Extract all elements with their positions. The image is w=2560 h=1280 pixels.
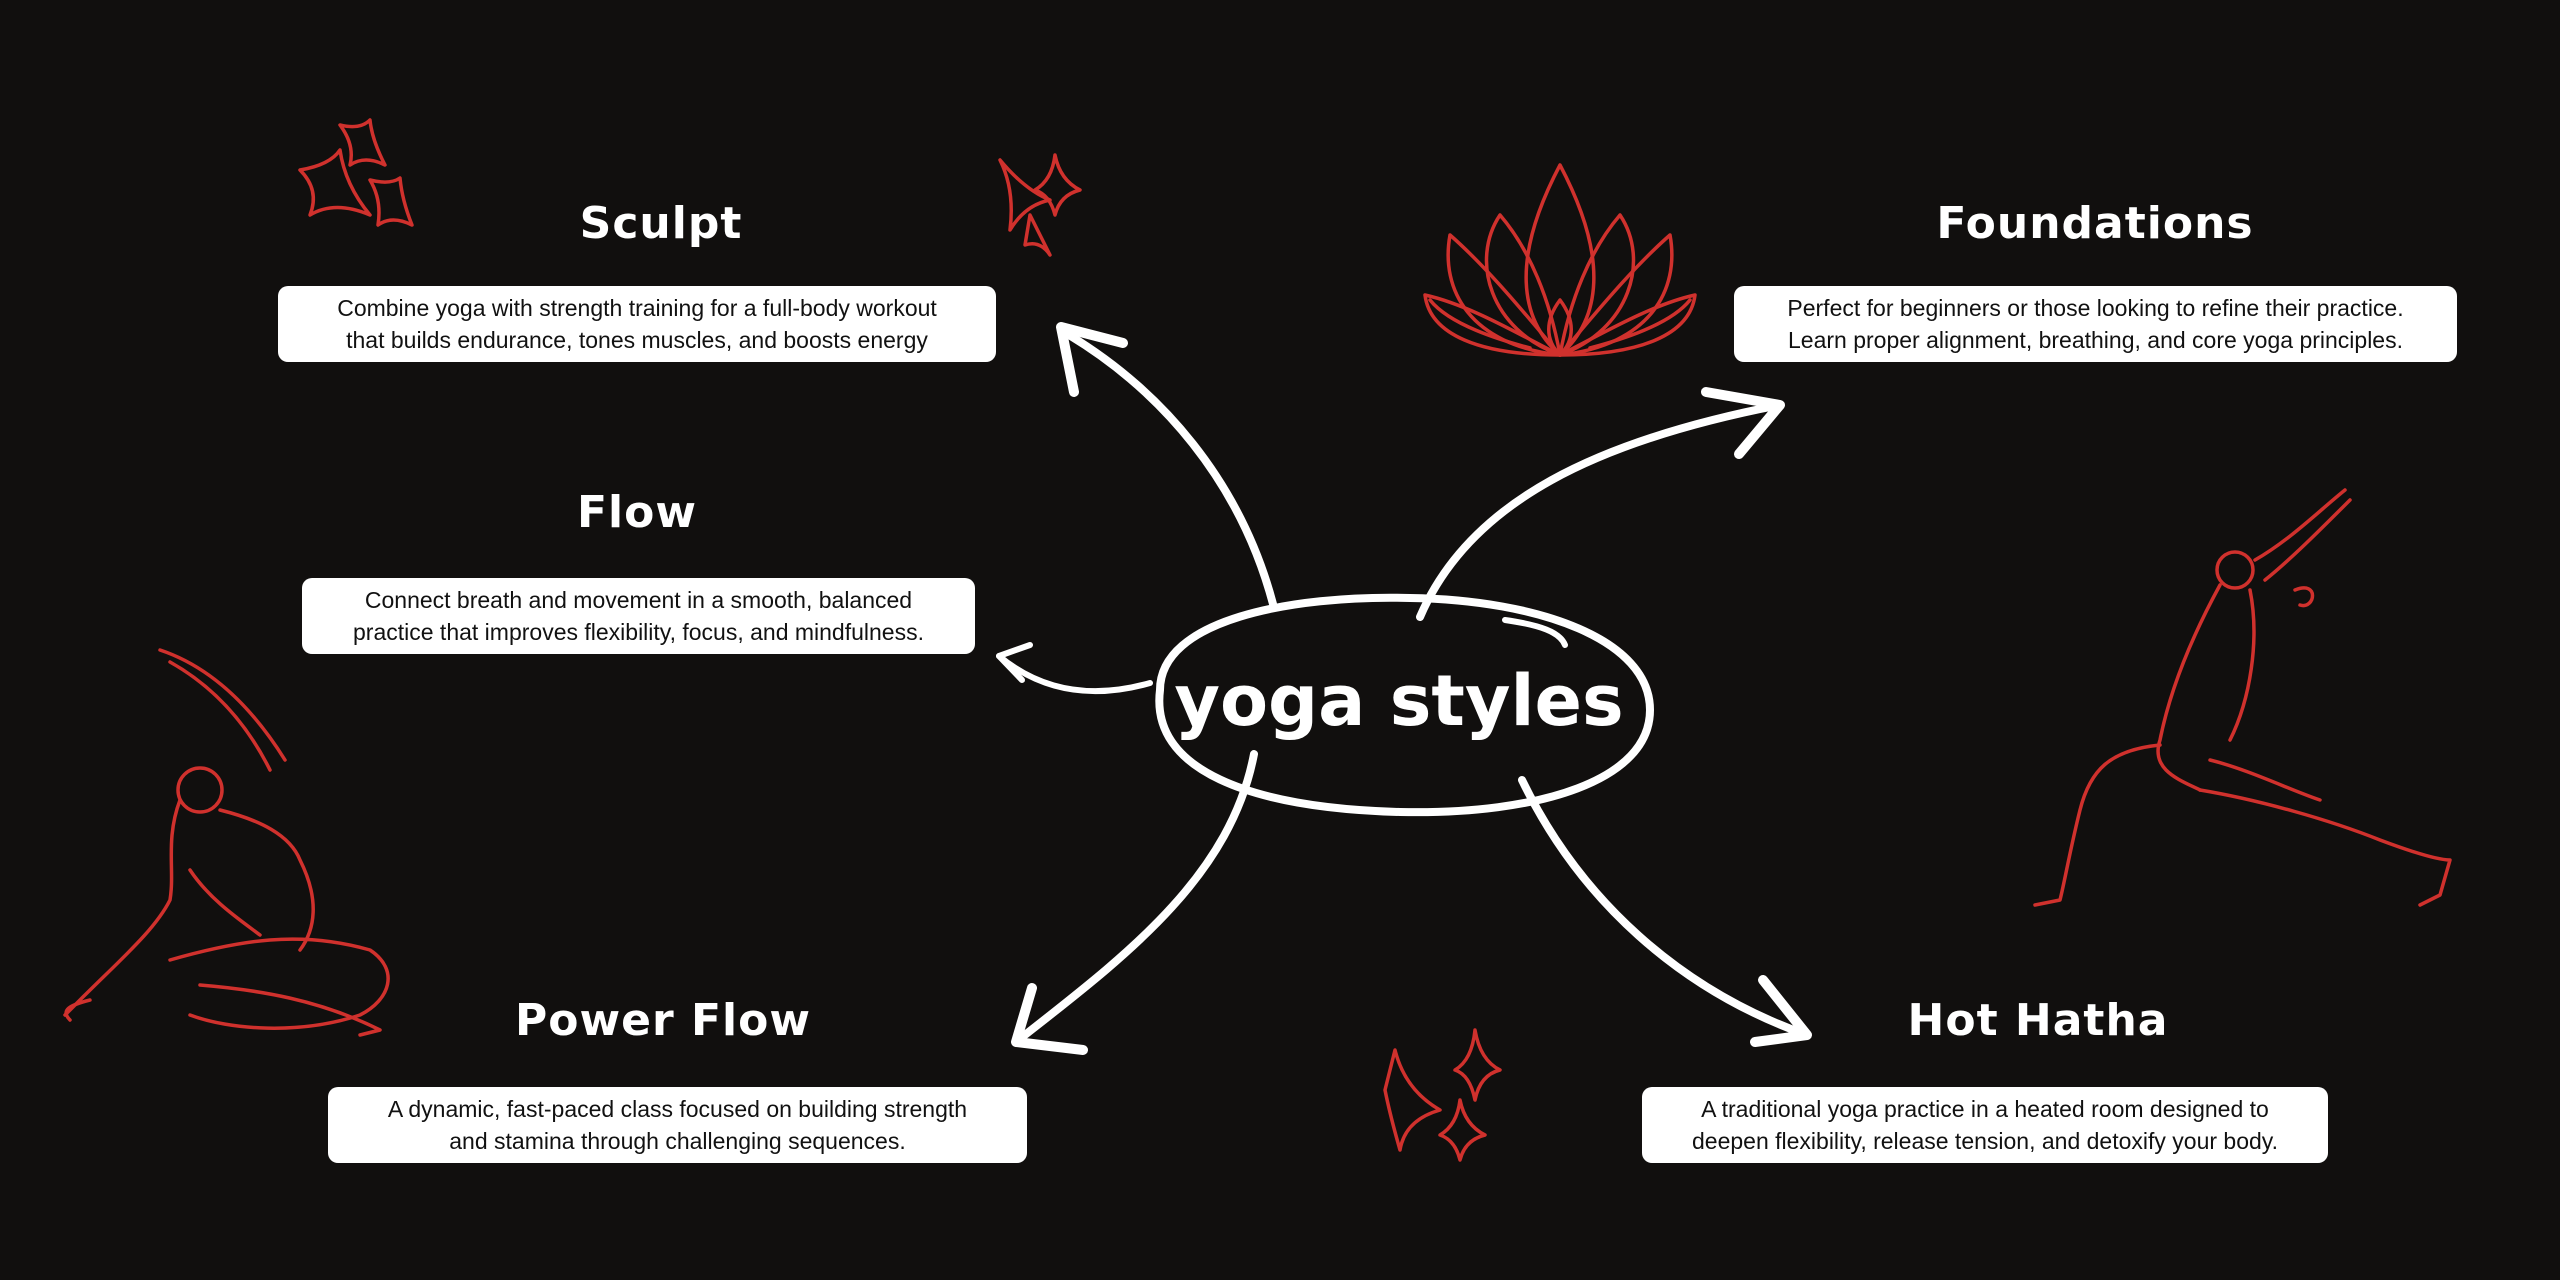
center-ellipse [1155, 593, 1654, 817]
center-topic: yoga styles [1174, 659, 1624, 742]
yoga-figure-warrior-icon [2033, 488, 2452, 907]
node-title-hot-hatha: Hot Hatha [1907, 995, 2169, 1046]
arrow-to-sculpt [1056, 322, 1277, 608]
description-line: A traditional yoga practice in a heated … [1701, 1096, 2269, 1122]
node-description-sculpt: Combine yoga with strength training for … [278, 286, 996, 362]
sparkle-icon-bottom-center [1383, 1028, 1502, 1162]
description-line: deepen flexibility, release tension, and… [1691, 1128, 2278, 1154]
node-title-sculpt: Sculpt [579, 198, 743, 249]
arrow-to-power-flow [1011, 750, 1258, 1055]
sparkle-icon-top-left [298, 118, 414, 227]
node-title-flow: Flow [576, 487, 698, 538]
ellipse-overlap-stroke [1502, 617, 1568, 648]
node-title-foundations: Foundations [1936, 198, 2254, 249]
description-line: that builds endurance, tones muscles, an… [346, 327, 928, 353]
description-line: Combine yoga with strength training for … [337, 295, 937, 321]
node-description-flow: Connect breath and movement in a smooth,… [302, 578, 975, 654]
node-description-foundations: Perfect for beginners or those looking t… [1734, 286, 2457, 362]
arrow-to-flow [996, 642, 1153, 695]
description-line: and stamina through challenging sequence… [449, 1128, 906, 1154]
lotus-icon [1423, 163, 1697, 357]
description-line: A dynamic, fast-paced class focused on b… [387, 1096, 968, 1122]
description-line: Connect breath and movement in a smooth,… [364, 587, 913, 613]
node-description-hot-hatha: A traditional yoga practice in a heated … [1642, 1087, 2328, 1163]
yoga-figure-seated-icon [63, 648, 390, 1037]
arrow-to-foundations [1416, 387, 1785, 621]
description-line: practice that improves flexibility, focu… [353, 619, 924, 645]
description-line: Perfect for beginners or those looking t… [1787, 295, 2404, 321]
arrow-to-hot-hatha [1518, 776, 1812, 1047]
node-title-power-flow: Power Flow [515, 995, 811, 1046]
description-line: Learn proper alignment, breathing, and c… [1788, 327, 2403, 353]
sparkle-icon-top-center [998, 153, 1082, 257]
node-description-power-flow: A dynamic, fast-paced class focused on b… [328, 1087, 1027, 1163]
